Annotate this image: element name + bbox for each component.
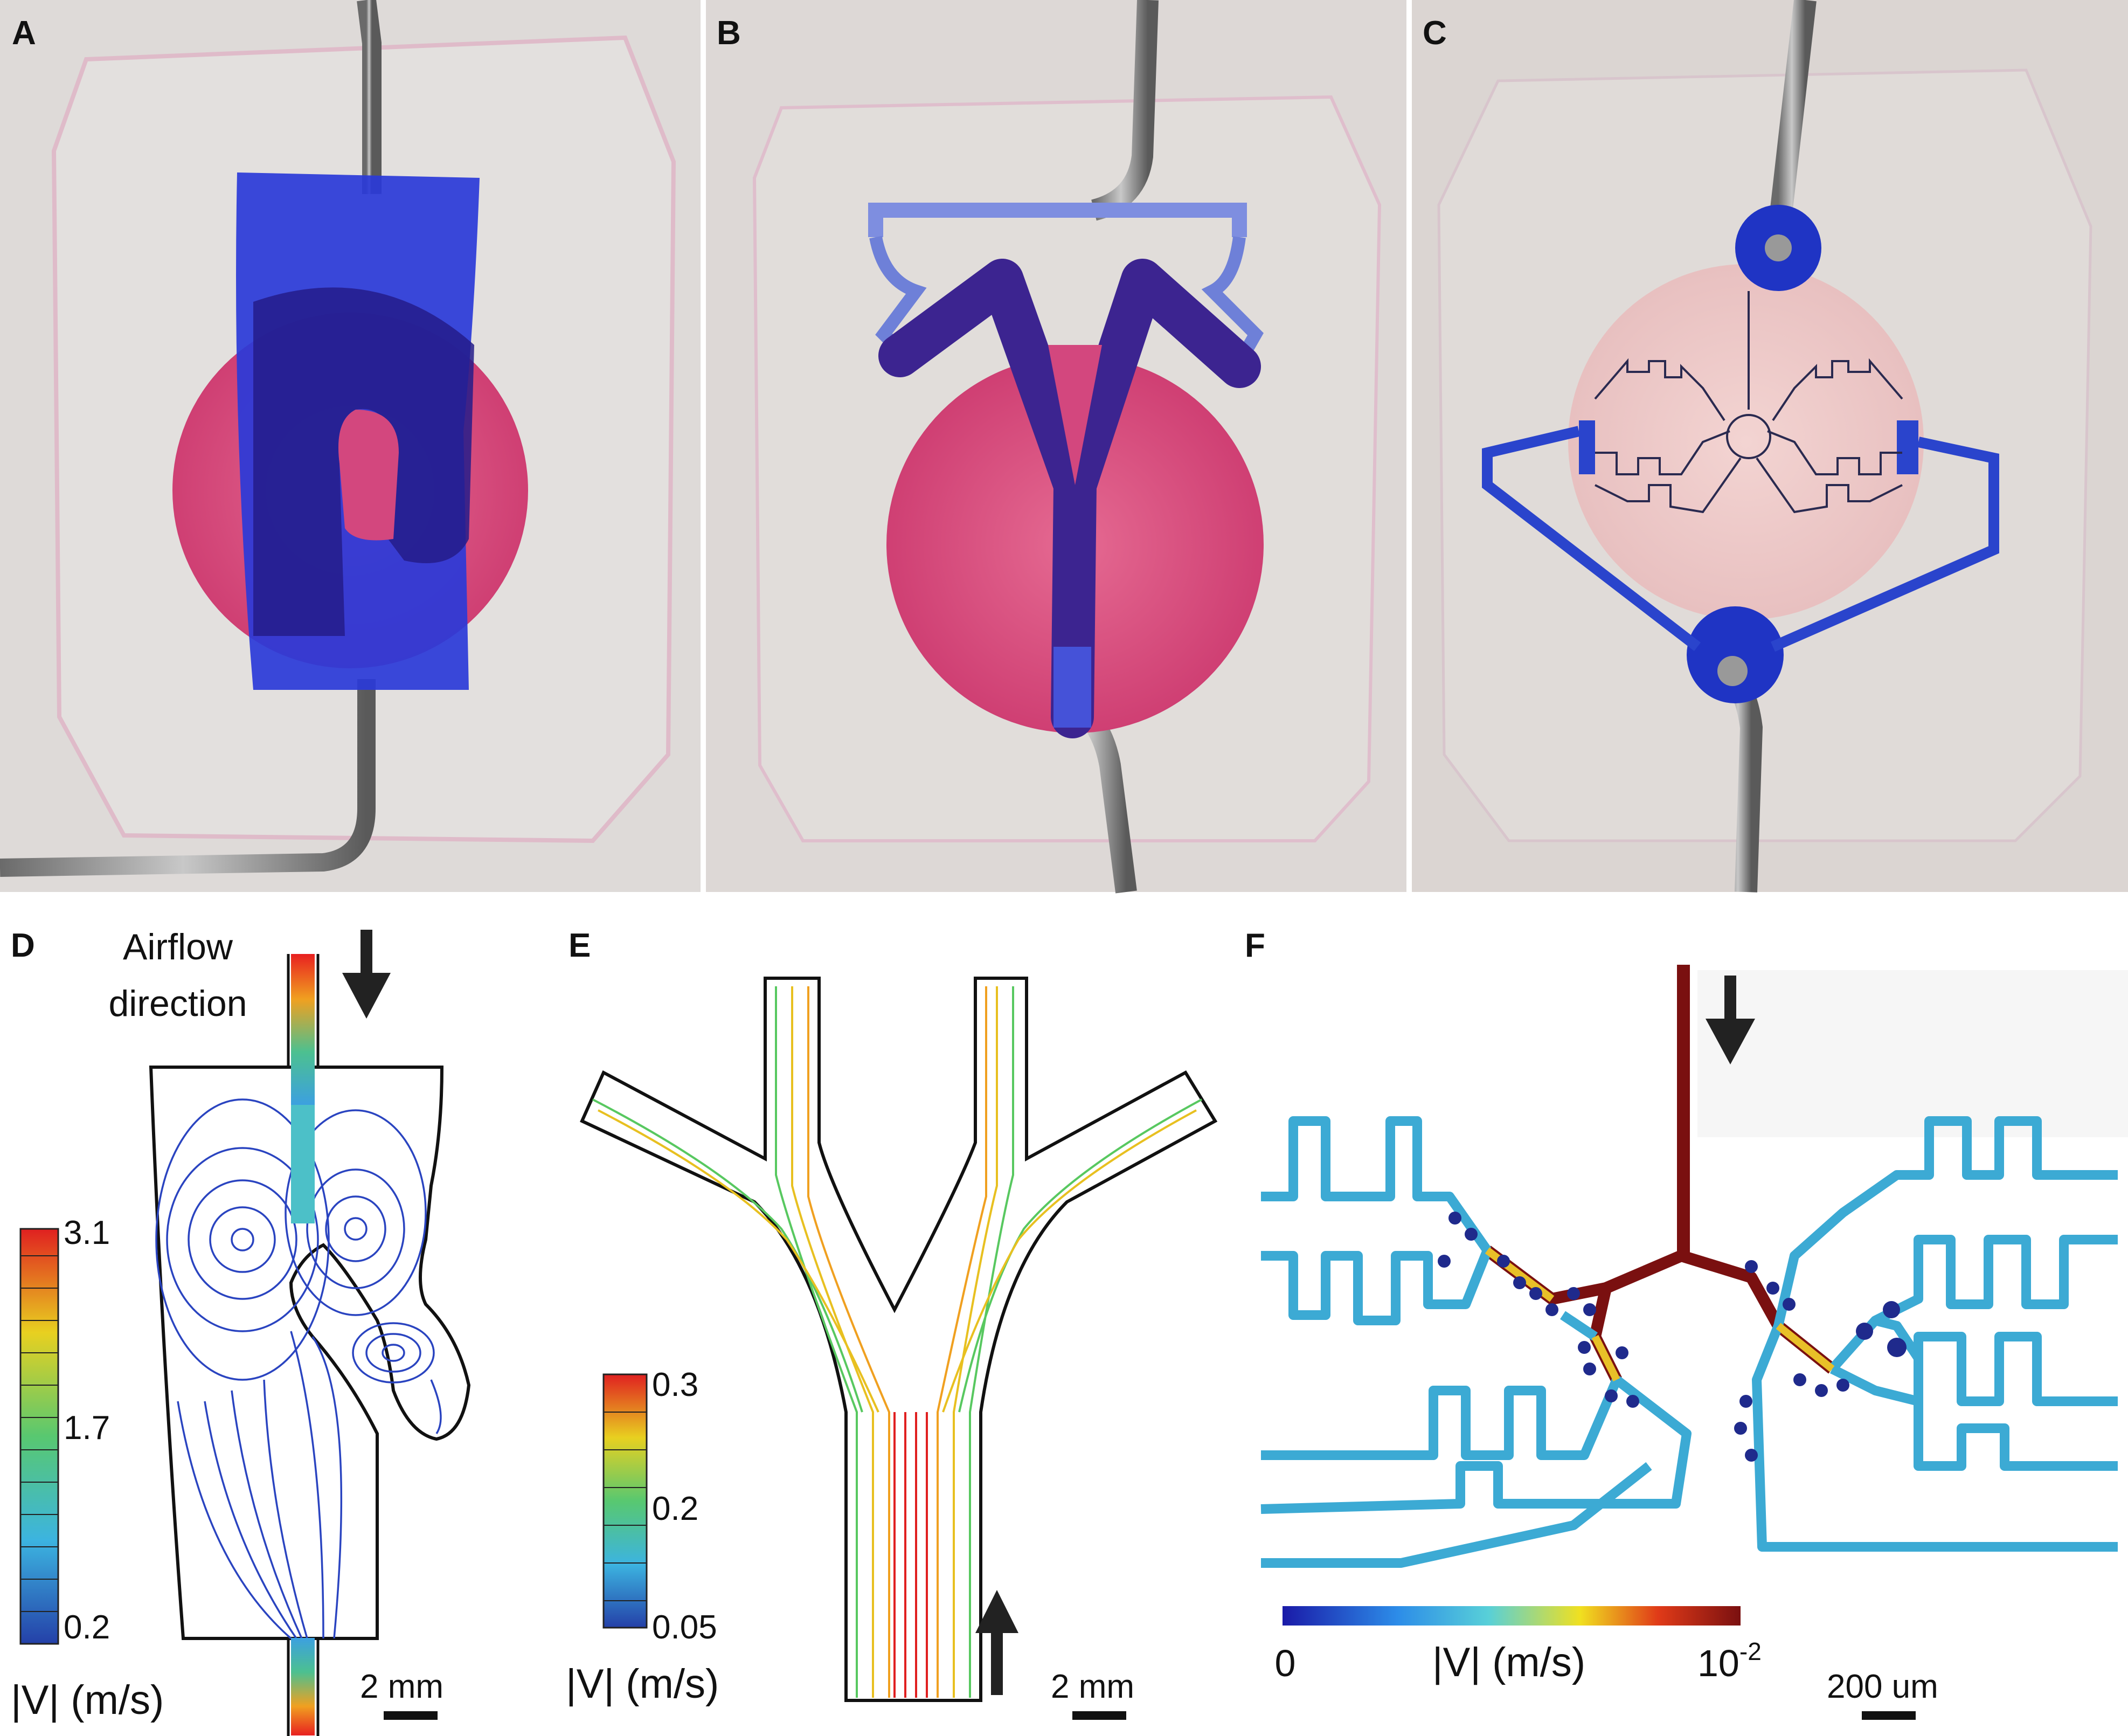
panel-e-label: E	[569, 927, 591, 964]
colorbar-e-tick-mid: 0.2	[652, 1490, 698, 1527]
panel-d-label: D	[11, 927, 35, 964]
outlet-jet	[291, 1638, 315, 1735]
inlet-tube	[1767, 0, 1817, 239]
f-low-velocity-dots	[1438, 1212, 1907, 1462]
scale-bar-d-label: 2 mm	[360, 1668, 443, 1705]
colorbar-e-tick-min: 0.05	[652, 1609, 717, 1646]
f-inlet-channel	[1677, 965, 1690, 1256]
jet-core	[291, 1105, 315, 1223]
inlet-port-hole	[1765, 234, 1792, 261]
tissue-disk	[1568, 264, 1924, 620]
panel-d: D Airflow direction	[11, 926, 471, 1736]
colorbar-d	[19, 1228, 59, 1645]
panel-b: B	[706, 0, 1406, 894]
outlet-tube	[0, 679, 376, 877]
y-outlet	[1053, 647, 1091, 728]
colorbar-d-tick-max: 3.1	[64, 1214, 110, 1251]
panel-c-label: C	[1423, 15, 1447, 52]
panel-e: E 0.3	[566, 927, 1218, 1720]
airflow-arrow-icon	[342, 930, 391, 1019]
colorbar-e	[602, 1373, 648, 1629]
colorbar-e-tick-max: 0.3	[652, 1366, 698, 1403]
dye-dark-region	[253, 287, 474, 636]
manifold-right	[1201, 236, 1264, 375]
y-gap	[1048, 345, 1102, 485]
outlet-port-hole	[1717, 656, 1748, 686]
panel-a-label: A	[12, 15, 36, 52]
scale-bar-d	[384, 1711, 438, 1720]
panel-b-label: B	[717, 15, 741, 52]
colorbar-e-unit: |V| (m/s)	[566, 1661, 719, 1707]
outer-manifold	[1482, 426, 1999, 652]
f-distribution-channels	[1260, 1116, 2118, 1568]
scale-bar-f	[1862, 1711, 1916, 1720]
airflow-label-line2: direction	[108, 983, 247, 1024]
colorbar-d-unit: |V| (m/s)	[11, 1677, 164, 1723]
panel-c: C	[1412, 0, 2128, 893]
streamlines	[155, 1098, 442, 1640]
flow-up-arrow-icon	[975, 1590, 1018, 1695]
panel-a: A	[0, 0, 701, 892]
manifold-left	[869, 236, 927, 371]
colorbar-d-tick-min: 0.2	[64, 1609, 110, 1646]
y-channel	[878, 259, 1261, 738]
inlet-jet	[291, 954, 315, 1105]
f-flow-arrow-icon	[1706, 976, 1755, 1064]
scale-bar-f-label: 200 um	[1827, 1668, 1938, 1705]
colorbar-f-max: 10-2	[1697, 1637, 1762, 1684]
scale-bar-e-label: 2 mm	[1051, 1668, 1134, 1705]
panel-f: F	[1245, 927, 2128, 1720]
airflow-label-line1: Airflow	[123, 926, 233, 967]
manifold	[868, 203, 1247, 237]
y-channel-outline	[580, 977, 1218, 1702]
outlet-port	[1687, 606, 1784, 703]
inlet-tube	[357, 0, 382, 194]
scale-bar-e	[1072, 1711, 1126, 1720]
colorbar-f-unit: |V| (m/s)	[1432, 1640, 1585, 1685]
colorbar-f-min: 0	[1275, 1642, 1296, 1684]
colorbar-f	[1283, 1606, 1741, 1626]
tissue-lobe	[338, 410, 399, 541]
colorbar-d-tick-mid: 1.7	[64, 1409, 110, 1447]
microchannel-network	[1594, 291, 1903, 514]
e-streamlines	[592, 986, 1202, 1698]
panel-f-label: F	[1245, 927, 1265, 964]
panel-f-shading	[1697, 970, 2128, 1137]
